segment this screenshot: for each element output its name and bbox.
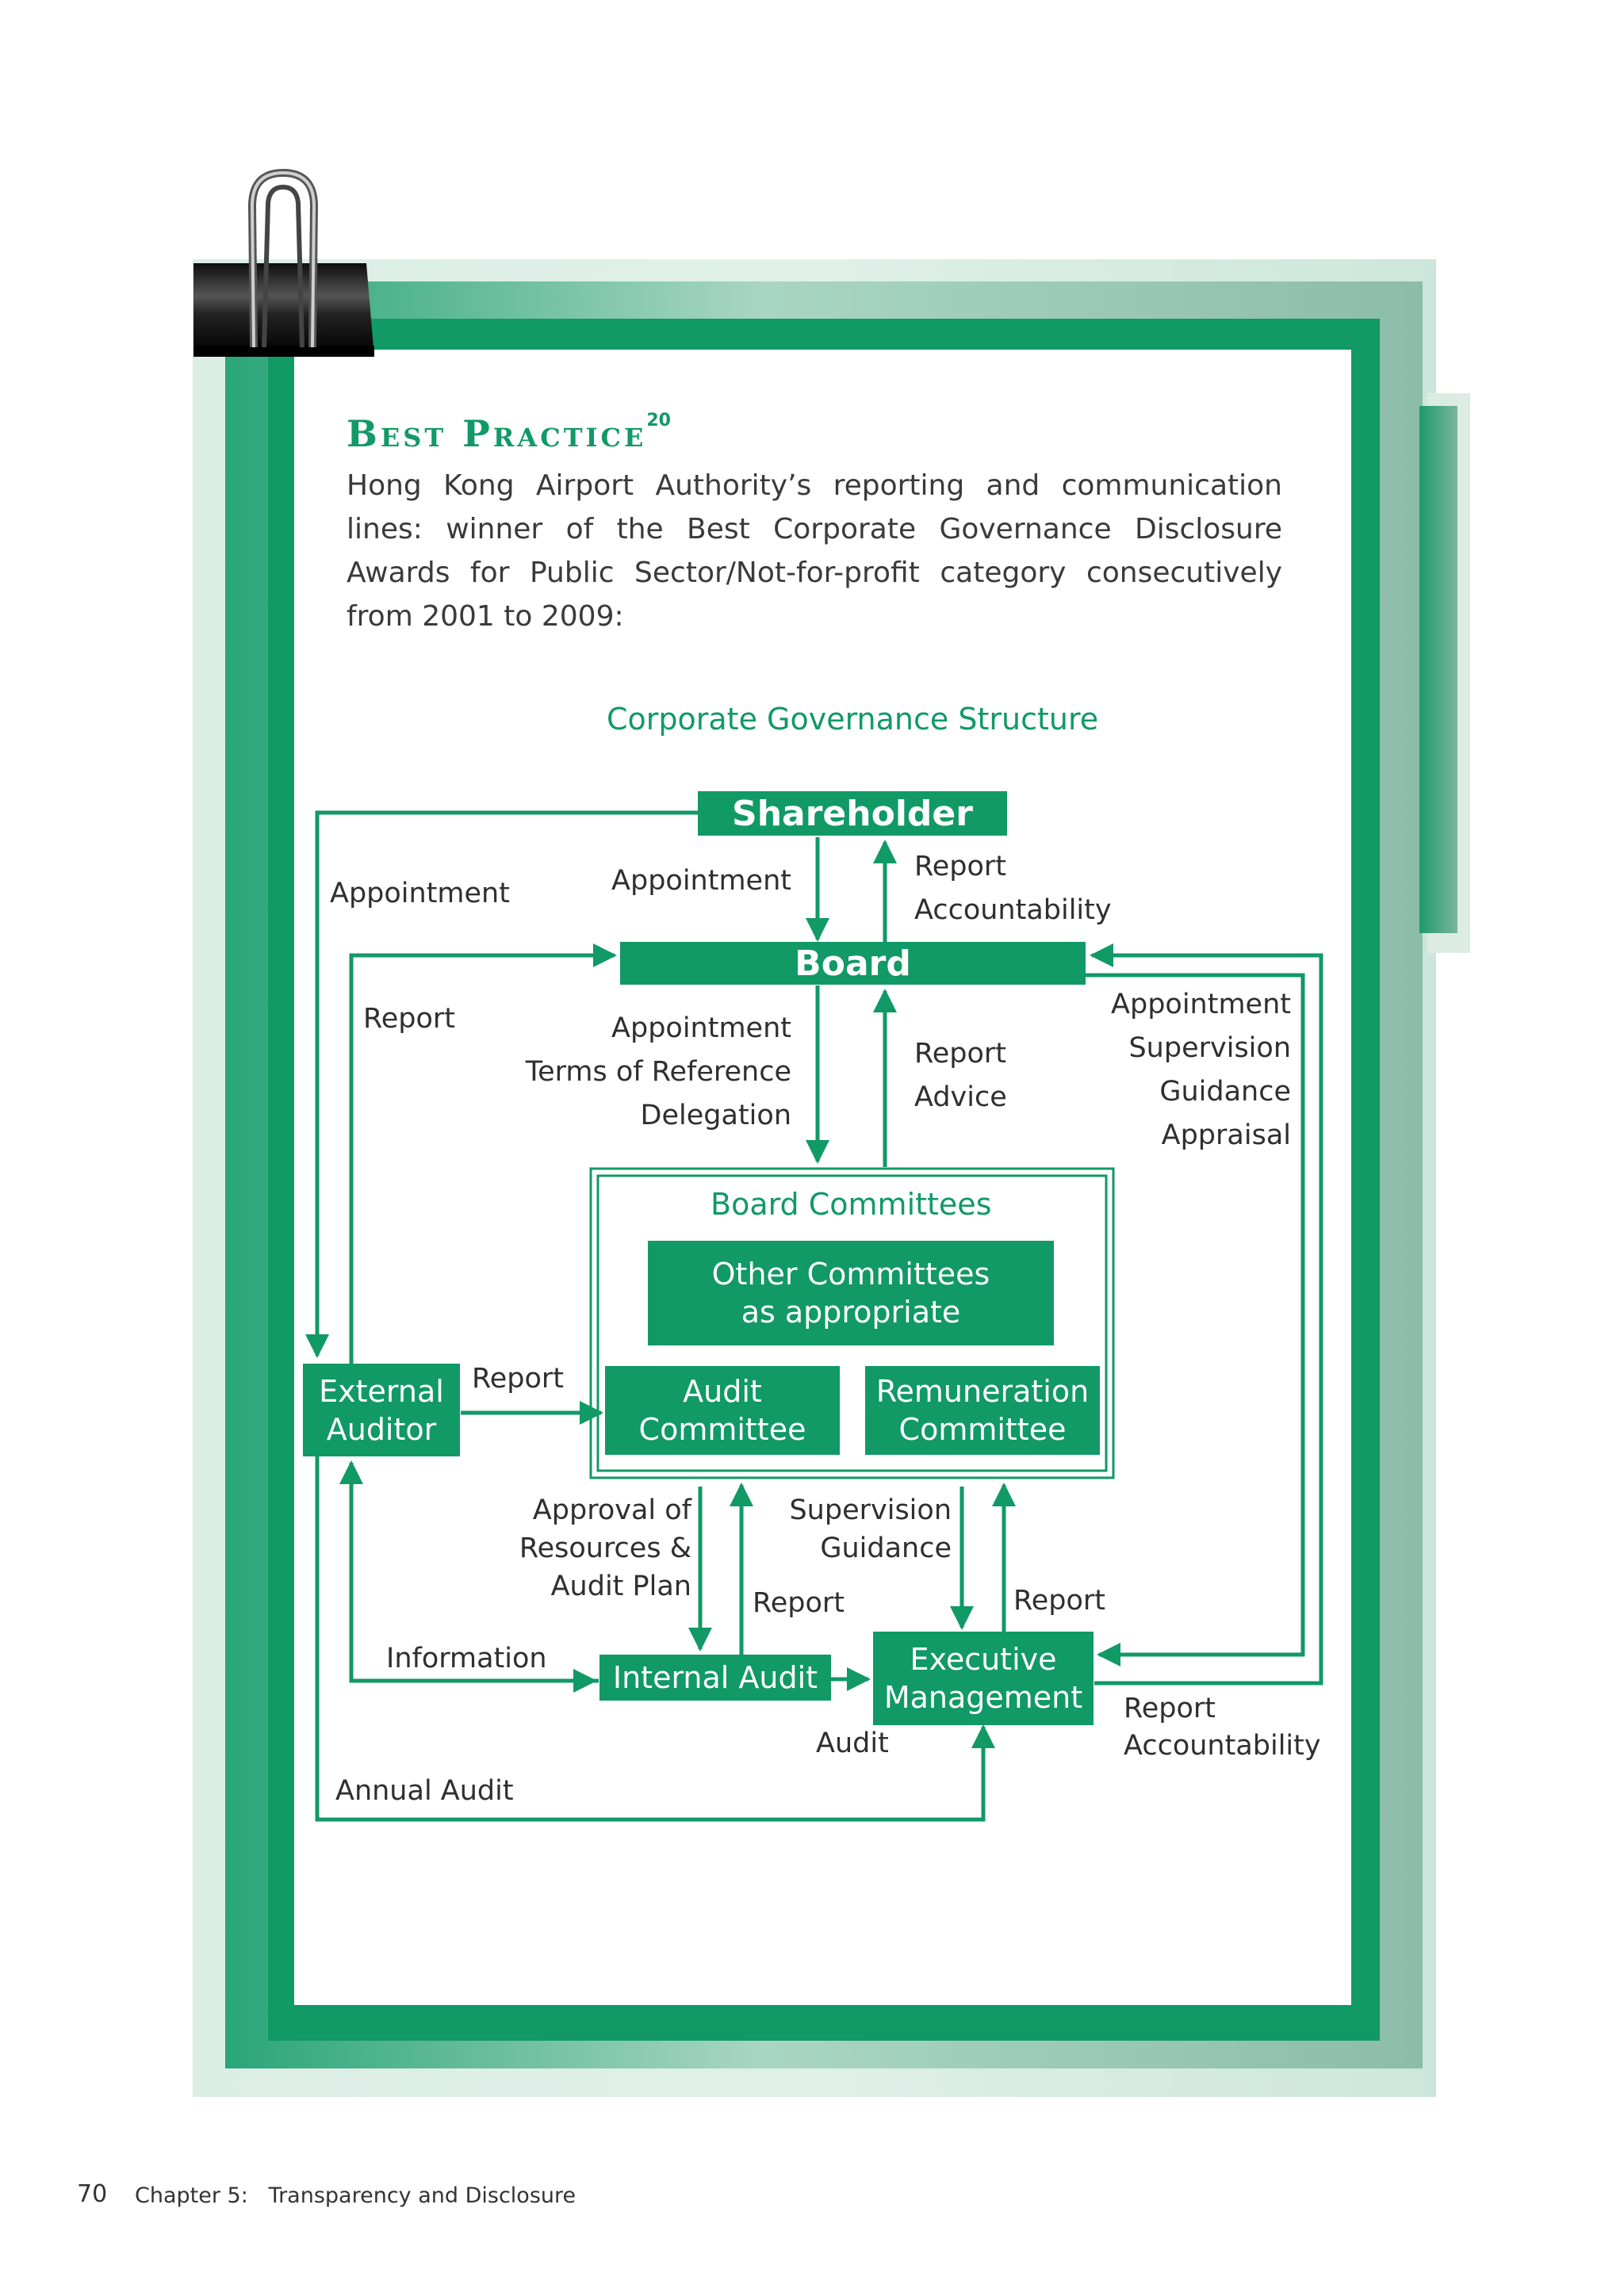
page-number: 70: [77, 2180, 108, 2208]
label-audit-plan: Audit Plan: [550, 1571, 691, 1602]
remuneration-committee-node: Remuneration Committee: [865, 1366, 1100, 1455]
label-supervision-right: Supervision: [1128, 1032, 1291, 1064]
best-practice-title: Best Practice20: [347, 411, 671, 455]
label-report-ext-board: Report: [363, 1003, 456, 1035]
label-report-comm-board: Report: [914, 1038, 1007, 1070]
board-node: Board: [620, 942, 1086, 985]
label-annual-audit: Annual Audit: [335, 1775, 514, 1807]
label-guidance-right: Guidance: [1159, 1076, 1291, 1108]
label-supervision-rc: Supervision: [789, 1494, 952, 1526]
label-appointment-left: Appointment: [330, 878, 510, 909]
label-report-em-rc: Report: [1013, 1585, 1106, 1617]
label-approval-of: Approval of: [532, 1494, 691, 1526]
executive-management-node: Executive Management: [873, 1632, 1094, 1725]
label-advice-comm-board: Advice: [914, 1081, 1007, 1113]
label-audit-ia-em: Audit: [816, 1728, 889, 1759]
label-appointment-board-comm: Appointment: [611, 1012, 791, 1044]
external-auditor-node: External Auditor: [303, 1364, 460, 1456]
board-committees-label: Board Committees: [710, 1187, 992, 1222]
label-report-board-sh: Report: [914, 851, 1007, 882]
shareholder-node: Shareholder: [698, 791, 1007, 836]
label-information: Information: [386, 1643, 547, 1674]
label-appointment-sh-board: Appointment: [611, 865, 791, 897]
label-report-em-board: Report: [1124, 1693, 1216, 1724]
label-appraisal-right: Appraisal: [1161, 1119, 1291, 1151]
internal-audit-node: Internal Audit: [599, 1655, 831, 1701]
label-delegation: Delegation: [640, 1100, 791, 1131]
diagram-title: Corporate Governance Structure: [607, 702, 1099, 737]
label-report-ia-ac: Report: [753, 1587, 845, 1619]
audit-committee-node: Audit Committee: [605, 1366, 840, 1455]
binder-clip-icon: [193, 168, 374, 357]
label-accountability-board-sh: Accountability: [914, 894, 1112, 926]
best-practice-intro: Hong Kong Airport Authority’s reporting …: [347, 469, 1282, 633]
label-appointment-right: Appointment: [1111, 989, 1291, 1020]
chapter-footer: Chapter 5: Transparency and Disclosure: [135, 2183, 576, 2208]
label-report-ext-audit: Report: [472, 1363, 565, 1395]
label-resources: Resources &: [519, 1533, 691, 1564]
other-committees-node: Other Committees as appropriate: [648, 1241, 1054, 1345]
footnote-marker: 20: [646, 411, 671, 430]
label-accountability-em-board: Accountability: [1124, 1730, 1321, 1762]
label-guidance-rc: Guidance: [820, 1533, 952, 1564]
label-terms-of-reference: Terms of Reference: [525, 1056, 791, 1088]
